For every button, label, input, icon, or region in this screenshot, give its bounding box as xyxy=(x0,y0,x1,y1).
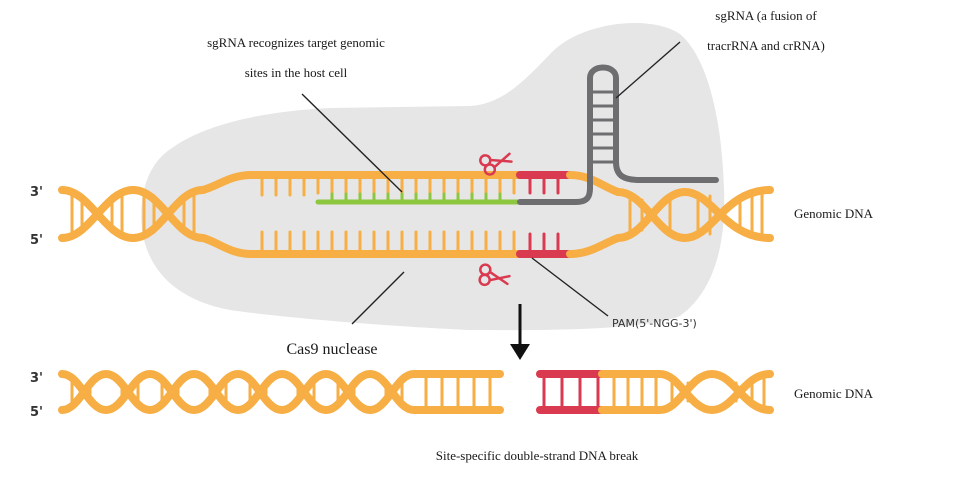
pointer-sgrna-fusion xyxy=(615,41,681,99)
helix-rungs xyxy=(628,190,764,238)
label-double-strand-break: Site-specific double-strand DNA break xyxy=(436,448,639,463)
pointer-pam xyxy=(531,257,609,317)
helix-rungs xyxy=(70,190,196,238)
sgrna-stem-rungs xyxy=(588,90,618,164)
pointer-cas9 xyxy=(351,271,405,325)
sgrna-scaffold xyxy=(517,64,719,205)
helix-strand-a xyxy=(614,186,774,243)
bubble-top-rungs xyxy=(260,177,516,197)
helix-strand-b xyxy=(58,185,207,242)
label-sgrna-recognizes-line1: sgRNA recognizes target genomic xyxy=(207,35,385,50)
scissors-icon xyxy=(479,152,513,176)
label-genomic-dna-bottom: Genomic DNA xyxy=(794,386,874,401)
guide-rna-spacer xyxy=(315,192,523,205)
pam-fragment-rungs xyxy=(542,375,600,409)
label-sgrna-recognizes-line2: sites in the host cell xyxy=(245,65,348,80)
pointer-lines xyxy=(301,41,681,325)
dna-fragment-left xyxy=(58,369,504,415)
label-genomic-dna-top: Genomic DNA xyxy=(794,206,874,221)
strand-label-top-5prime: 5' xyxy=(30,233,43,248)
pam-top-rungs xyxy=(528,177,560,195)
bubble-bottom-strand xyxy=(199,234,524,258)
bubble-top-merge xyxy=(566,171,622,196)
pointer-sgrna-recognizes xyxy=(301,93,403,193)
dna-helix-top-left xyxy=(58,185,207,243)
helix-strand-a xyxy=(58,186,207,243)
dna-bubble xyxy=(199,171,622,258)
label-sgrna-fusion-line2: tracrRNA and crRNA) xyxy=(707,38,825,53)
label-cas9-nuclease: Cas9 nuclease xyxy=(286,341,377,358)
bubble-bottom-merge xyxy=(566,234,622,258)
helix-strand-b xyxy=(58,369,504,415)
scissors-icon xyxy=(478,263,511,287)
strand-label-bottom-5prime: 5' xyxy=(30,405,43,420)
helix-strand-b xyxy=(614,187,774,242)
pam-bottom-rungs xyxy=(528,232,560,252)
helix-rungs xyxy=(612,375,766,409)
arrow-down-icon xyxy=(510,304,530,360)
dna-helix-top-right xyxy=(614,186,774,243)
label-pam: PAM(5'-NGG-3') xyxy=(612,317,697,330)
bubble-top-strand xyxy=(199,171,524,194)
dna-fragment-right xyxy=(536,369,774,415)
strand-label-bottom-3prime: 3' xyxy=(30,371,43,386)
strand-label-top-3prime: 3' xyxy=(30,185,43,200)
label-sgrna-fusion-line1: sgRNA (a fusion of xyxy=(715,8,817,23)
bubble-bottom-rungs xyxy=(260,230,516,252)
helix-rungs xyxy=(70,375,492,409)
